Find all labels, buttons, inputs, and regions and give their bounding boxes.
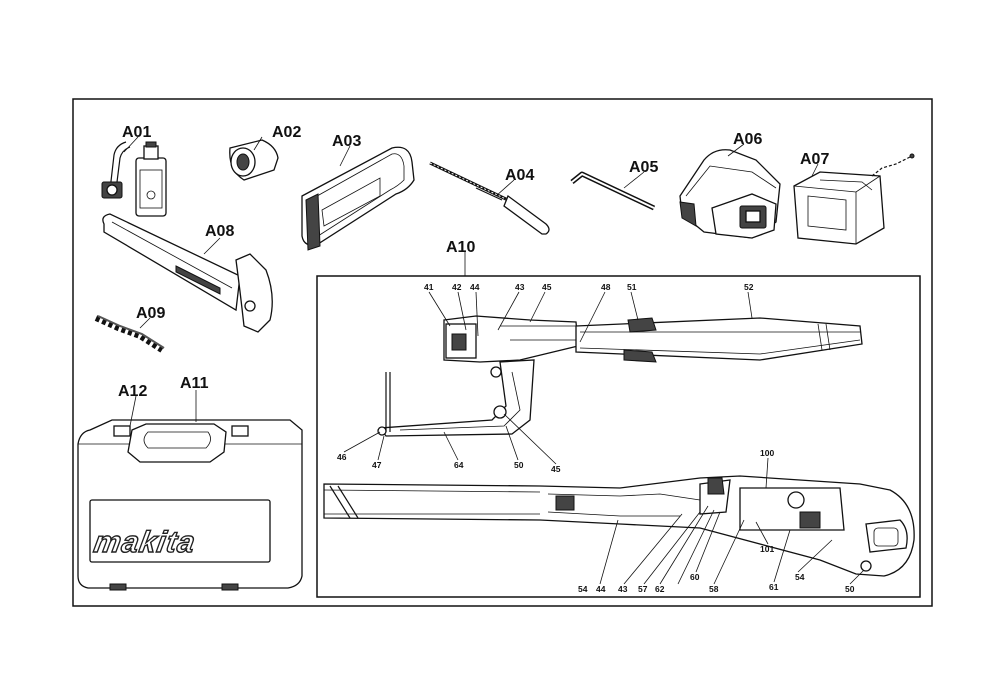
label-a11: A11 xyxy=(180,375,209,392)
a10-lower-assembly xyxy=(323,475,915,577)
callout-44: 44 xyxy=(470,282,480,292)
label-a08: A08 xyxy=(205,223,234,240)
callout-60: 60 xyxy=(690,572,700,582)
part-a08-guide-bar xyxy=(102,213,273,333)
callout-43: 43 xyxy=(515,282,525,292)
callout-48: 48 xyxy=(601,282,611,292)
callout-45: 45 xyxy=(542,282,552,292)
callout-50b: 50 xyxy=(845,584,855,594)
part-a12-latch xyxy=(113,425,249,437)
callout-57: 57 xyxy=(638,584,648,594)
callout-52: 52 xyxy=(744,282,754,292)
part-a11-carrying-case: makita xyxy=(77,419,303,591)
part-a01-oil-bottle-and-wrench xyxy=(101,141,167,217)
part-a06-battery xyxy=(679,149,781,239)
leader-lines xyxy=(123,136,865,585)
label-a12: A12 xyxy=(118,383,147,400)
a10-upper-assembly xyxy=(377,315,863,437)
callout-47: 47 xyxy=(372,460,382,470)
callout-64: 64 xyxy=(454,460,464,470)
label-a07: A07 xyxy=(800,151,829,168)
part-a02-cap xyxy=(229,139,279,181)
callout-43b: 43 xyxy=(618,584,628,594)
callout-numbers: 41 42 44 43 45 48 51 52 46 47 64 50 45 1… xyxy=(337,282,855,594)
part-a05-hex-key xyxy=(570,171,656,211)
case-makita-logo: makita xyxy=(91,526,198,559)
a10-frame xyxy=(316,275,921,598)
part-a09-chain xyxy=(94,315,165,353)
callout-41: 41 xyxy=(424,282,434,292)
callout-62: 62 xyxy=(655,584,665,594)
callout-45b: 45 xyxy=(551,464,561,474)
callout-54b: 54 xyxy=(578,584,588,594)
callout-51: 51 xyxy=(627,282,637,292)
part-a04-file xyxy=(429,161,550,235)
callout-50: 50 xyxy=(514,460,524,470)
callout-100: 100 xyxy=(760,448,774,458)
outer-frame xyxy=(72,98,933,607)
callout-61: 61 xyxy=(769,582,779,592)
label-a03: A03 xyxy=(332,133,361,150)
label-a01: A01 xyxy=(122,124,151,141)
callout-46: 46 xyxy=(337,452,347,462)
callout-101: 101 xyxy=(760,544,774,554)
label-a10: A10 xyxy=(446,239,475,256)
part-labels: A01 A02 A03 A04 A05 A06 A07 A08 A09 A10 … xyxy=(118,124,829,400)
label-a05: A05 xyxy=(629,159,658,176)
label-a06: A06 xyxy=(733,131,762,148)
callout-42: 42 xyxy=(452,282,462,292)
label-a02: A02 xyxy=(272,124,301,141)
part-a03-bar-cover xyxy=(301,146,415,251)
label-a04: A04 xyxy=(505,167,534,184)
part-a07-charger xyxy=(793,153,915,245)
callout-54: 54 xyxy=(795,572,805,582)
label-a09: A09 xyxy=(136,305,165,322)
callout-58: 58 xyxy=(709,584,719,594)
callout-44b: 44 xyxy=(596,584,606,594)
